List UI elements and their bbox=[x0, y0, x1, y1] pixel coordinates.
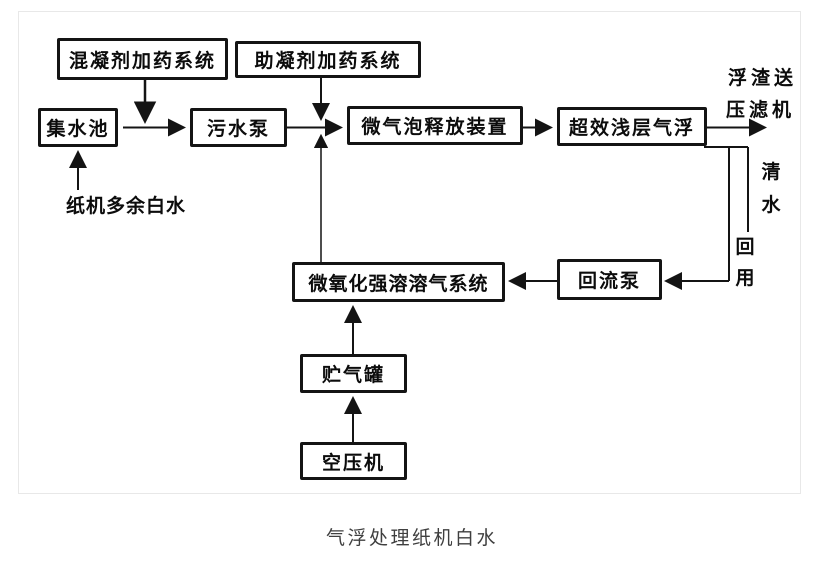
node-dissolved-gas-system: 微氧化强溶溶气系统 bbox=[292, 262, 505, 302]
diagram-frame bbox=[18, 11, 801, 494]
node-gas-storage-tank: 贮气罐 bbox=[300, 354, 407, 393]
node-microbubble-release-device: 微气泡释放装置 bbox=[347, 106, 523, 145]
diagram-caption: 气浮处理纸机白水 bbox=[325, 527, 498, 549]
node-sewage-pump: 污水泵 bbox=[190, 108, 287, 147]
label-white-water-inlet: 纸机多余白水 bbox=[66, 195, 187, 217]
node-shallow-air-flotation: 超效浅层气浮 bbox=[557, 107, 707, 146]
label-scum-line2: 压滤机 bbox=[726, 99, 796, 121]
node-coagulant-aid-dosing-system: 助凝剂加药系统 bbox=[235, 41, 421, 78]
node-air-compressor: 空压机 bbox=[300, 442, 407, 480]
label-reuse: 回用 bbox=[735, 236, 755, 289]
node-reflux-pump: 回流泵 bbox=[557, 259, 662, 300]
label-clear-water: 清水 bbox=[761, 161, 781, 216]
label-scum-line1: 浮渣送 bbox=[728, 67, 798, 89]
node-coagulant-dosing-system: 混凝剂加药系统 bbox=[57, 38, 228, 80]
node-collection-tank: 集水池 bbox=[38, 108, 118, 147]
